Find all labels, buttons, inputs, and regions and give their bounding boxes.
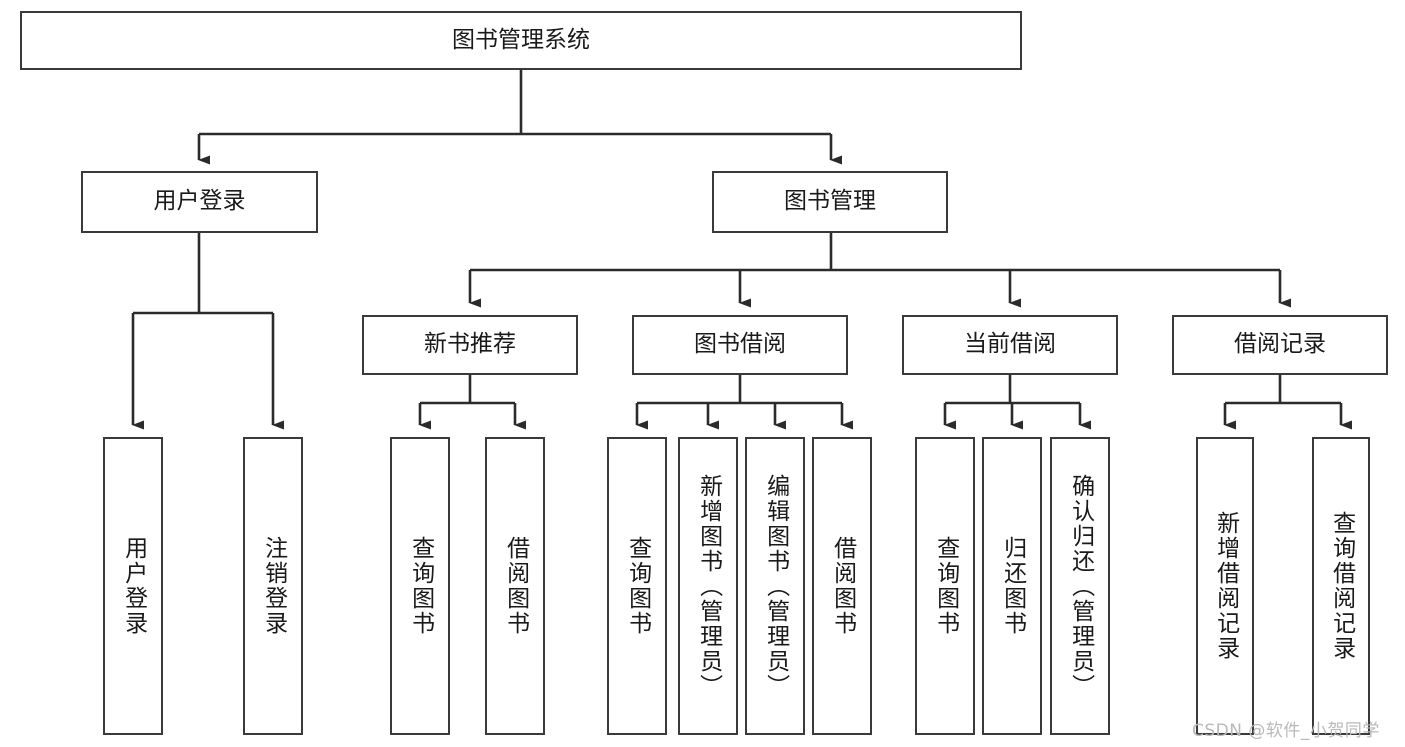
node-leaf-user-login-label: 用户登录 (120, 536, 147, 636)
node-leaf-query-book-1-label: 查询图书 (407, 536, 434, 636)
node-leaf-return-book[interactable]: 归还图书 (982, 437, 1042, 735)
node-leaf-query-book-3-label: 查询图书 (932, 536, 959, 636)
node-leaf-edit-book-label: 编辑图书（管理员） (762, 473, 789, 699)
node-leaf-borrow-book-1-label: 借阅图书 (502, 536, 529, 636)
node-leaf-confirm-return-label: 确认归还（管理员） (1067, 473, 1094, 699)
node-new-book-recommend-label: 新书推荐 (424, 331, 516, 358)
node-root-label: 图书管理系统 (452, 26, 590, 53)
node-leaf-query-record-label: 查询借阅记录 (1328, 511, 1355, 661)
node-leaf-user-login[interactable]: 用户登录 (103, 437, 163, 735)
node-leaf-edit-book[interactable]: 编辑图书（管理员） (745, 437, 805, 735)
node-current-borrow[interactable]: 当前借阅 (902, 315, 1118, 375)
node-leaf-add-record-label: 新增借阅记录 (1212, 511, 1239, 661)
node-book-borrow[interactable]: 图书借阅 (632, 315, 848, 375)
node-leaf-add-book[interactable]: 新增图书（管理员） (678, 437, 738, 735)
node-leaf-query-record[interactable]: 查询借阅记录 (1312, 437, 1370, 735)
node-leaf-borrow-book-2-label: 借阅图书 (829, 536, 856, 636)
csdn-watermark: CSDN @软件_小贺同学 (1192, 721, 1380, 741)
node-leaf-return-book-label: 归还图书 (999, 536, 1026, 636)
node-user-login[interactable]: 用户登录 (81, 171, 318, 233)
node-book-manage-label: 图书管理 (784, 188, 876, 215)
node-current-borrow-label: 当前借阅 (964, 331, 1056, 358)
node-borrow-record[interactable]: 借阅记录 (1172, 315, 1388, 375)
node-book-manage[interactable]: 图书管理 (712, 171, 948, 233)
node-leaf-borrow-book-1[interactable]: 借阅图书 (485, 437, 545, 735)
node-leaf-add-record[interactable]: 新增借阅记录 (1196, 437, 1254, 735)
node-leaf-confirm-return[interactable]: 确认归还（管理员） (1050, 437, 1110, 735)
node-borrow-record-label: 借阅记录 (1234, 331, 1326, 358)
node-leaf-query-book-2[interactable]: 查询图书 (607, 437, 667, 735)
node-leaf-query-book-1[interactable]: 查询图书 (390, 437, 450, 735)
node-book-borrow-label: 图书借阅 (694, 331, 786, 358)
node-leaf-user-logout[interactable]: 注销登录 (243, 437, 303, 735)
node-root[interactable]: 图书管理系统 (20, 11, 1022, 70)
node-leaf-borrow-book-2[interactable]: 借阅图书 (812, 437, 872, 735)
node-leaf-user-logout-label: 注销登录 (260, 536, 287, 636)
node-user-login-label: 用户登录 (153, 188, 246, 215)
node-leaf-query-book-3[interactable]: 查询图书 (915, 437, 975, 735)
node-new-book-recommend[interactable]: 新书推荐 (362, 315, 578, 375)
node-leaf-query-book-2-label: 查询图书 (624, 536, 651, 636)
node-leaf-add-book-label: 新增图书（管理员） (695, 473, 722, 699)
